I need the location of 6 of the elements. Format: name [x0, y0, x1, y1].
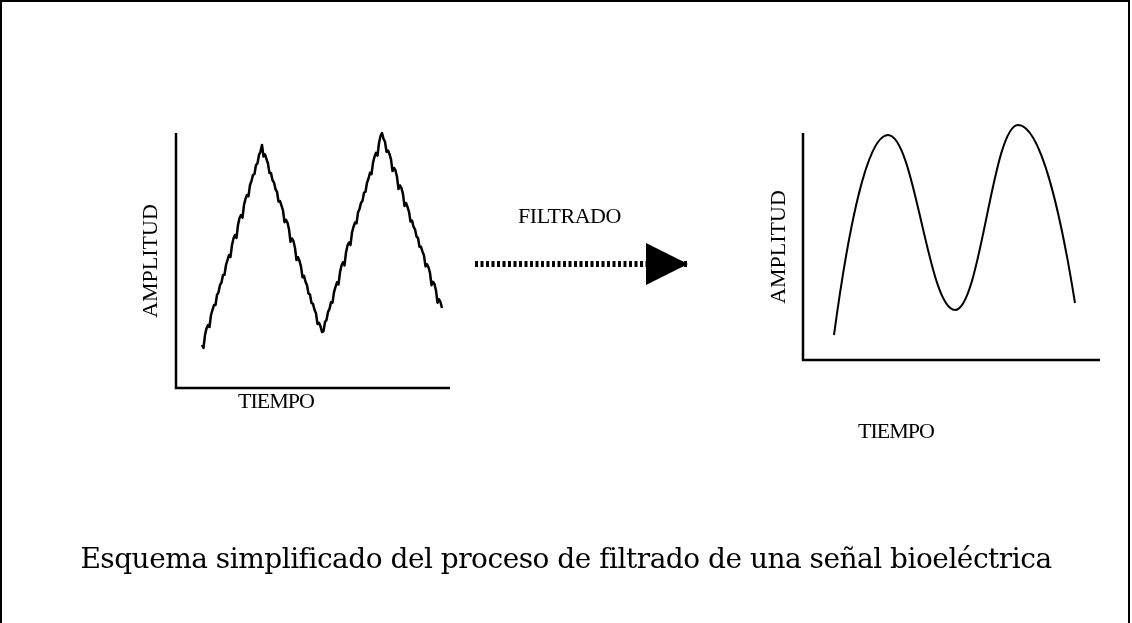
axis-label: TIEMPO — [858, 420, 934, 442]
axis-label: TIEMPO — [238, 390, 314, 412]
arrow — [475, 243, 688, 285]
caption: Esquema simplificado del proceso de filtrado de una señal bioeléctrica — [79, 545, 1053, 573]
axis-label: AMPLITUD — [139, 203, 161, 318]
axis-label: AMPLITUD — [767, 189, 789, 304]
